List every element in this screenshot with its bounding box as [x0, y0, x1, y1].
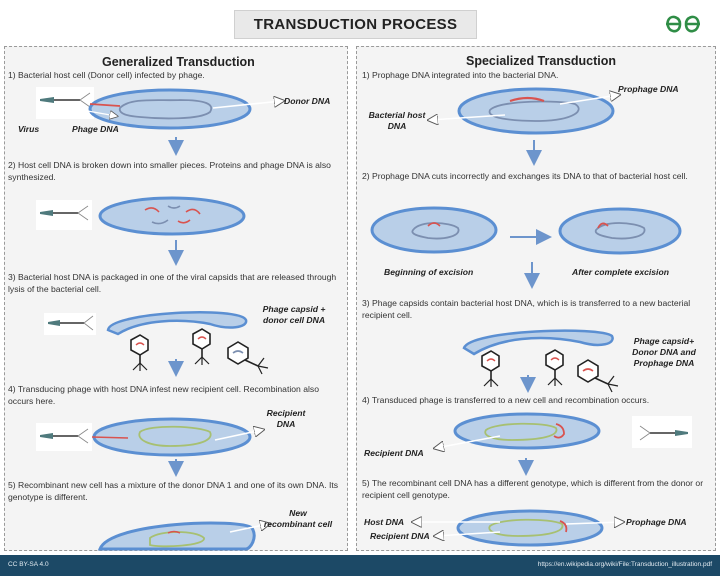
label-beginning-excision: Beginning of excision: [384, 267, 474, 277]
after-excision-cell: [558, 207, 682, 255]
phage-capsid-icon: [577, 359, 619, 393]
recipient-dna: [138, 425, 212, 447]
phage-inset: [36, 200, 92, 230]
specialized-step-2: 2) Prophage DNA cuts incorrectly and exc…: [362, 171, 688, 181]
virus-icon: [639, 425, 688, 441]
specialized-step-5: 5) The recombinant cell DNA has a differ…: [362, 478, 704, 500]
specialized-heading: Specialized Transduction: [466, 54, 617, 68]
phage-inset: [36, 87, 94, 119]
donor-cell: [88, 88, 252, 130]
specialized-step-1: 1) Prophage DNA integrated into the bact…: [362, 70, 559, 80]
prophage-dna: [509, 96, 545, 103]
label-donor-dna: Donor DNA: [284, 96, 331, 106]
generalized-step-1: 1) Bacterial host cell (Donor cell) infe…: [8, 70, 205, 80]
virus-icon: [40, 205, 89, 221]
phage-with-dna-icon: [130, 334, 149, 371]
generalized-heading: Generalized Transduction: [102, 55, 255, 69]
generalized-step-4: 4) Transducing phage with host DNA infes…: [8, 384, 319, 406]
phage-dna-strand: [89, 103, 121, 107]
page-title: TRANSDUCTION PROCESS: [234, 10, 477, 39]
label-recipient-dna: Recipient DNA: [364, 448, 424, 458]
label-phage-capsid-donor-prophage: Phage capsid+ Donor DNA and Prophage DNA: [632, 336, 696, 368]
lysed-cell: [462, 329, 614, 356]
label-phage-dna: Phage DNA: [72, 124, 119, 134]
label-recipient-dna: Recipient DNA: [266, 408, 306, 429]
lysed-cell: [106, 311, 248, 336]
label-phage-capsid-donor: Phage capsid + donor cell DNA: [262, 304, 326, 325]
recombinant-cell: [97, 521, 256, 551]
label-virus: Virus: [18, 124, 40, 134]
generalized-step-5: 5) Recombinant new cell has a mixture of…: [8, 480, 339, 502]
label-after-excision: After complete excision: [572, 267, 669, 277]
label-recipient-dna-2: Recipient DNA: [370, 531, 430, 541]
label-prophage-dna-2: Prophage DNA: [626, 517, 687, 527]
label-prophage-dna: Prophage DNA: [618, 84, 679, 94]
phage-with-dna-icon: [192, 328, 211, 365]
phage-with-dna-icon: [545, 349, 564, 386]
label-bacterial-host-dna: Bacterial host DNA: [368, 110, 426, 131]
virus-icon: [40, 92, 91, 108]
recombinant-cell: [456, 509, 604, 547]
host-dna: [118, 99, 213, 120]
generalized-step-2: 2) Host cell DNA is broken down into sma…: [8, 160, 331, 182]
phage-capsid-icon: [227, 341, 269, 375]
recipient-cell: [453, 412, 601, 450]
footer-bar: [0, 555, 720, 576]
label-host-dna: Host DNA: [364, 517, 405, 527]
bacterial-host-dna: [488, 100, 580, 122]
generalized-step-3: 3) Bacterial host DNA is packaged in one…: [8, 272, 337, 294]
specialized-step-4: 4) Transduced phage is transferred to a …: [362, 395, 650, 405]
phage-with-dna-icon: [481, 350, 500, 387]
specialized-step-3: 3) Phage capsids contain bacterial host …: [362, 298, 691, 320]
source-link[interactable]: https://en.wikipedia.org/wiki/File:Trans…: [537, 561, 712, 568]
virus-icon: [40, 428, 89, 444]
virus-icon: [48, 315, 94, 331]
beginning-excision-cell: [370, 206, 498, 254]
host-cell: [98, 196, 246, 236]
geeksforgeeks-logo-icon[interactable]: [663, 11, 703, 37]
label-new-recombinant: New recombinant cell: [263, 508, 333, 529]
host-cell: [457, 87, 615, 135]
license-text: CC BY-SA 4.0: [8, 561, 49, 568]
phage-inset: [44, 313, 96, 335]
